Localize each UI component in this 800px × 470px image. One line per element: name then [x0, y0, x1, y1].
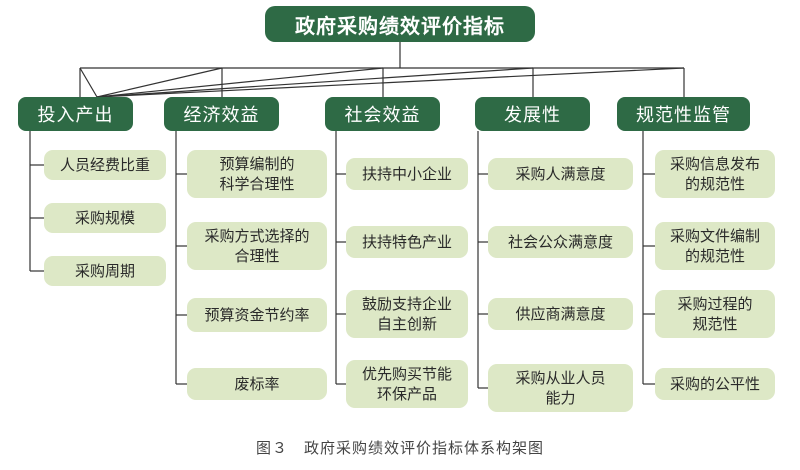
leaf-purchaser-satisfaction: 采购人满意度 [488, 158, 633, 190]
figure-caption: 图３ 政府采购绩效评价指标体系构架图 [255, 439, 544, 457]
leaf-supplier-satisfaction: 供应商满意度 [488, 298, 633, 330]
leaf-process-standard: 采购过程的 规范性 [655, 290, 775, 338]
category-input-output: 投入产出 [18, 97, 133, 131]
category-regulatory-supervision: 规范性监管 [617, 97, 750, 131]
leaf-procurement-method: 采购方式选择的 合理性 [187, 222, 327, 270]
leaf-procurement-scale: 采购规模 [44, 203, 166, 233]
category-development: 发展性 [475, 97, 590, 131]
leaf-procurement-cycle: 采购周期 [44, 256, 166, 286]
connector-line [96, 67, 534, 98]
leaf-document-preparation-standard: 采购文件编制 的规范性 [655, 222, 775, 270]
leaf-staff-cost-ratio: 人员经费比重 [44, 150, 166, 180]
root-node: 政府采购绩效评价指标 [265, 6, 535, 42]
category-economic-benefit: 经济效益 [164, 97, 279, 131]
leaf-green-procurement: 优先购买节能 环保产品 [346, 360, 468, 408]
leaf-fairness: 采购的公平性 [655, 368, 775, 400]
leaf-encourage-innovation: 鼓励支持企业 自主创新 [346, 290, 468, 338]
leaf-staff-capability: 采购从业人员 能力 [488, 364, 633, 412]
leaf-info-release-standard: 采购信息发布 的规范性 [655, 150, 775, 198]
connector-line [96, 67, 685, 98]
leaf-support-smes: 扶持中小企业 [346, 158, 468, 190]
leaf-public-satisfaction: 社会公众满意度 [488, 226, 633, 258]
leaf-budget-preparation: 预算编制的 科学合理性 [187, 150, 327, 198]
connector-line [96, 67, 223, 98]
connector-line [96, 67, 384, 98]
leaf-bid-failure-rate: 废标率 [187, 368, 327, 400]
leaf-budget-saving-rate: 预算资金节约率 [187, 298, 327, 332]
category-social-benefit: 社会效益 [325, 97, 440, 131]
leaf-support-special-industries: 扶持特色产业 [346, 226, 468, 258]
connector-line [79, 67, 98, 98]
